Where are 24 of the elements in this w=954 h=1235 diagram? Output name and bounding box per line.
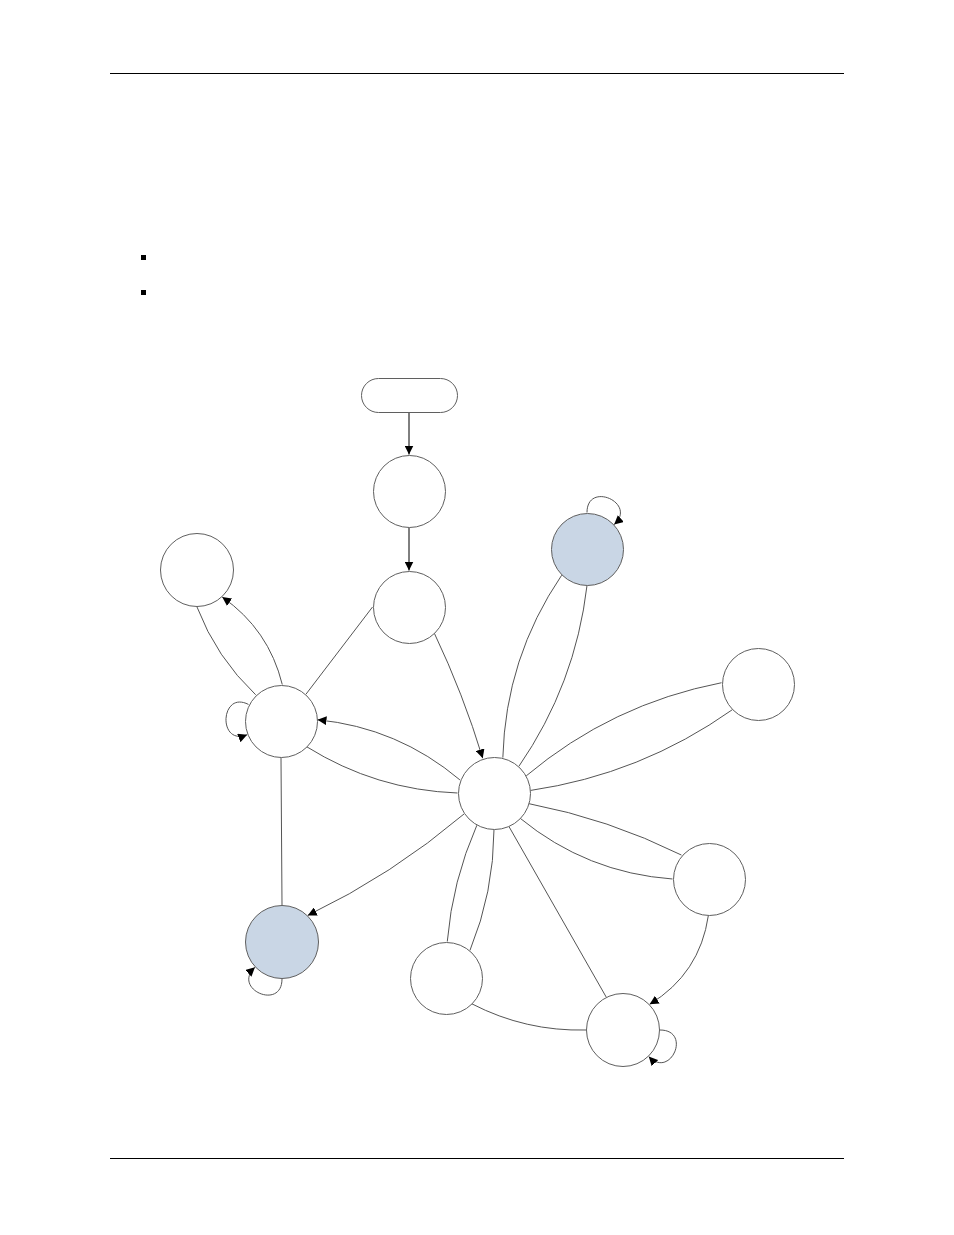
- arrow: [649, 915, 709, 1005]
- arrow: [433, 632, 485, 759]
- self-loop-arrow: [245, 966, 283, 996]
- connector-line: [529, 709, 733, 791]
- connector-line: [519, 817, 673, 880]
- connector-line: [306, 746, 458, 794]
- connector-line: [469, 829, 495, 951]
- connector-line: [508, 825, 607, 998]
- connector-line: [471, 1003, 587, 1031]
- connector-line: [305, 606, 373, 695]
- connector-line: [446, 824, 478, 942]
- arrow: [307, 813, 465, 916]
- connector-line: [280, 757, 283, 906]
- start-state-pill: [360, 378, 458, 413]
- connector-line: [525, 682, 722, 777]
- arrow: [221, 596, 283, 685]
- connector-line: [502, 574, 563, 759]
- arrow: [404, 527, 414, 571]
- connector-line: [196, 606, 257, 696]
- self-loop-arrow: [586, 496, 624, 526]
- arrow: [404, 412, 414, 455]
- self-loop-arrow: [648, 1029, 677, 1066]
- connector-line: [518, 585, 588, 767]
- self-loop-arrow: [225, 701, 249, 742]
